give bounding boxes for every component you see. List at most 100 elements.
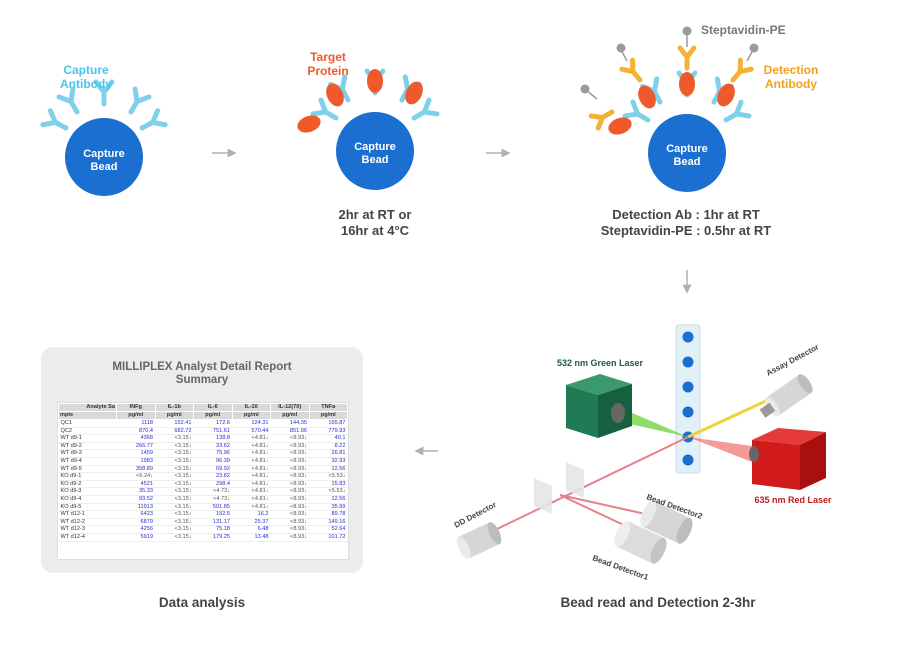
value-cell: 138.8 [193, 434, 232, 443]
step1-bead-label-1: Capture [83, 148, 125, 160]
value-cell: <8.93↓ [270, 503, 309, 512]
value-cell: <3.15↓ [155, 434, 194, 443]
value-cell: 501.85 [193, 503, 232, 512]
dd-detector [456, 522, 502, 559]
value-cell: 16.2 [232, 510, 271, 519]
value-cell: <4.81↓ [232, 434, 271, 443]
value-cell: 1118 [116, 419, 155, 428]
value-cell: 13.48 [232, 533, 271, 542]
target-protein-label-1: Target [310, 50, 346, 64]
red-laser-cube [749, 428, 826, 490]
step2-bead-with-protein: Capture Bead [297, 69, 437, 190]
value-cell: 33.62 [193, 442, 232, 451]
value-cell: 6423 [116, 510, 155, 519]
value-cell: <3.15↓ [155, 457, 194, 466]
report-title-line-1: MILLIPLEX Analyst Detail Report [112, 361, 292, 373]
value-cell: <4.81↓ [232, 442, 271, 451]
value-cell: 870.4 [116, 427, 155, 436]
sample-cell: WT d9-5 [58, 465, 117, 474]
value-cell: <3.15↓ [155, 495, 194, 504]
value-cell: 1459 [116, 449, 155, 458]
value-cell: 6879 [116, 518, 155, 527]
value-cell: <3.15↓ [155, 487, 194, 496]
value-cell: 179.25 [193, 533, 232, 542]
value-cell: 69.92 [193, 465, 232, 474]
value-cell: <3.15↓ [155, 503, 194, 512]
value-cell: 25.37 [232, 518, 271, 527]
value-cell: 26.81 [309, 449, 348, 458]
value-cell: 101.72 [309, 533, 348, 542]
sample-cell: WT d12-4 [58, 533, 117, 542]
value-cell: <4.81↓ [232, 495, 271, 504]
value-cell: 152.5 [193, 510, 232, 519]
value-cell: 75.18 [193, 525, 232, 534]
value-cell: 1983 [116, 457, 155, 466]
assay-detector [759, 374, 813, 418]
step1-bead-label-2: Bead [91, 161, 118, 173]
value-cell: 35.33 [116, 487, 155, 496]
value-cell: <3.15↓ [155, 449, 194, 458]
value-cell: <3.15↓ [155, 518, 194, 527]
value-cell: <5.53↓ [309, 487, 348, 496]
report-title-line-2: Summary [175, 374, 229, 386]
value-cell: <8.93↓ [270, 457, 309, 466]
value-cell: <8.93↓ [270, 533, 309, 542]
step1-capture-bead: Capture Bead [43, 82, 165, 196]
red-laser-label: 635 nm Red Laser [754, 495, 832, 505]
value-cell: 149.16 [309, 518, 348, 527]
sample-cell: KO d9-3 [58, 487, 117, 496]
value-cell: <3.15↓ [155, 510, 194, 519]
value-cell: <8.93↓ [270, 449, 309, 458]
unit-header: pg/ml [193, 411, 233, 420]
value-cell: 52.64 [309, 525, 348, 534]
table-row: KO d9-1<6.24↓<3.15↓23.82<4.81↓<8.93↓<5.5… [58, 472, 348, 481]
red-path-bd2 [559, 494, 651, 516]
bead-detector-1 [614, 520, 667, 564]
capture-antibody-label-1: Capture [63, 63, 109, 77]
step3-bead-label-1: Capture [666, 143, 708, 155]
value-cell: 751.61 [193, 427, 232, 436]
unit-header: pg/ml [116, 411, 156, 420]
value-cell: 131.17 [193, 518, 232, 527]
red-path-bd1 [559, 494, 631, 529]
value-cell: <8.93↓ [270, 510, 309, 519]
detection-antibody-label-2: Antibody [765, 77, 817, 91]
value-cell: <5.53↓ [309, 472, 348, 481]
unit-header: pg/ml [308, 411, 348, 420]
unit-header: pg/ml [154, 411, 194, 420]
value-cell: <8.93↓ [270, 487, 309, 496]
sample-cell: WT d12-1 [58, 510, 117, 519]
bead-read-caption: Bead read and Detection 2-3hr [560, 595, 756, 610]
value-cell: 124.31 [232, 419, 271, 428]
value-cell: <3.15↓ [155, 480, 194, 489]
target-protein-label-2: Protein [307, 64, 348, 78]
report-title: MILLIPLEX Analyst Detail Report Summary [41, 361, 363, 387]
unit-header: pg/ml [231, 411, 271, 420]
value-cell: <4.81↓ [232, 449, 271, 458]
value-cell: 165.87 [309, 419, 348, 428]
dichroic-mirror-2 [566, 462, 584, 498]
step3-bead-label-2: Bead [674, 156, 701, 168]
step2-bead-label-2: Bead [362, 154, 389, 166]
analyte-header: INFg [116, 403, 156, 412]
analyte-header: IL-12(70) [270, 403, 310, 412]
red-beam [688, 437, 752, 462]
data-analysis-caption: Data analysis [158, 595, 246, 610]
value-cell: <4.81↓ [232, 487, 271, 496]
value-cell: 12.56 [309, 495, 348, 504]
value-cell: 5919 [116, 533, 155, 542]
value-cell: <8.93↓ [270, 495, 309, 504]
value-cell: 298.4 [193, 480, 232, 489]
bead-detector-2 [640, 500, 693, 544]
value-cell: <8.93↓ [270, 525, 309, 534]
value-cell: <8.93↓ [270, 472, 309, 481]
value-cell: 32.93 [309, 457, 348, 466]
